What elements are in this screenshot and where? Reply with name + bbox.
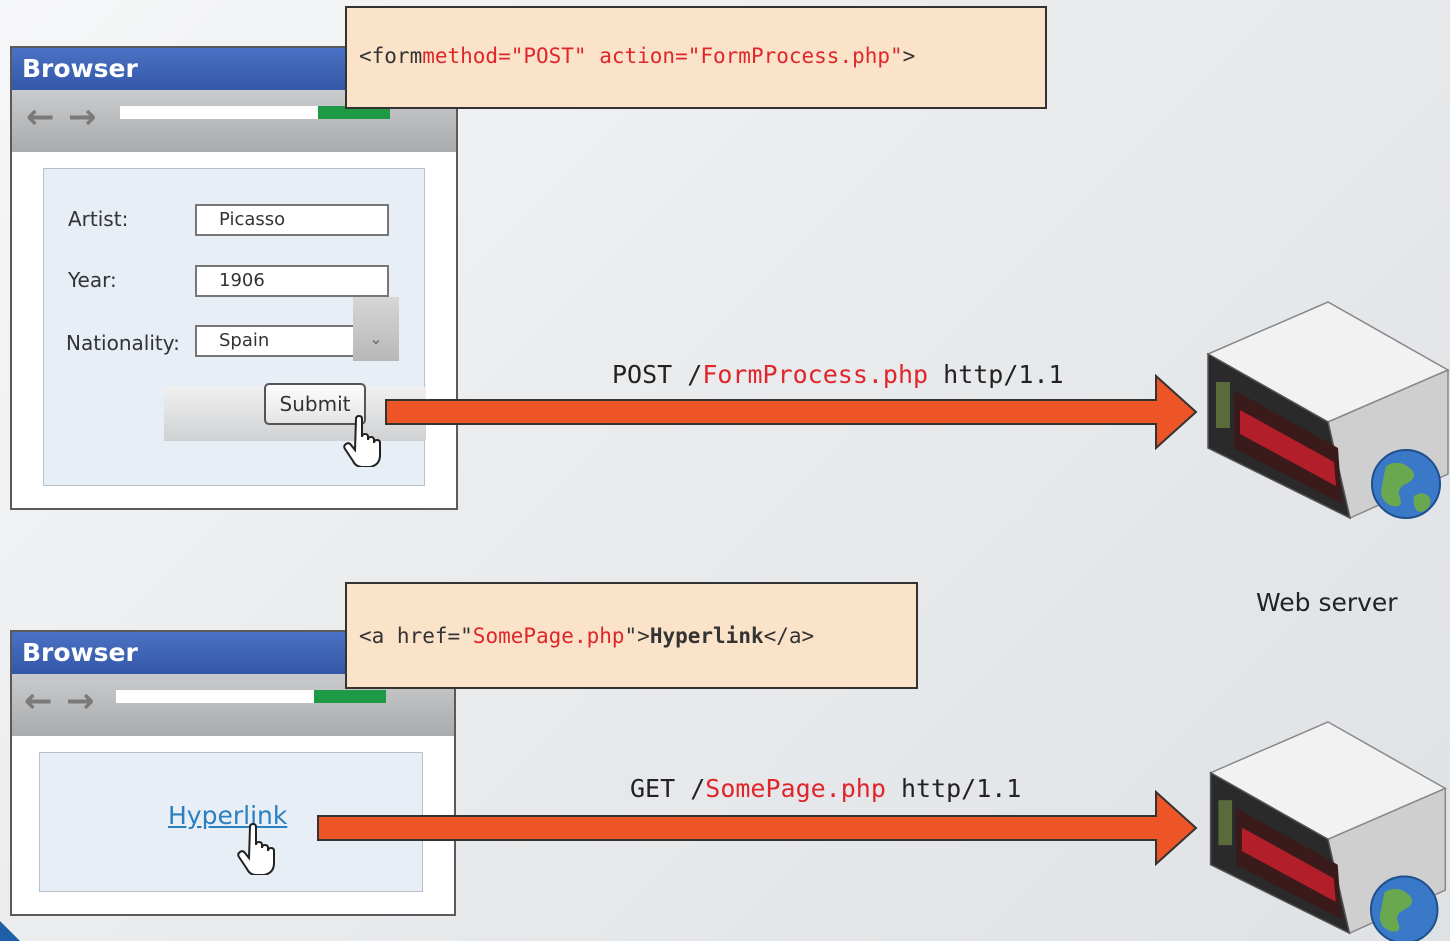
post-form-area: Artist: Picasso Year: 1906 Nationality: … [43, 168, 426, 486]
post-request-arrow [385, 374, 1198, 450]
artist-input[interactable]: Picasso [195, 204, 389, 236]
get-browser-toolbar: ← → [12, 674, 454, 736]
code-anchor-path: SomePage.php [472, 624, 625, 648]
corner-accent [0, 921, 20, 941]
post-request-protocol: http/1.1 [928, 360, 1064, 389]
get-request-path: SomePage.php [705, 774, 886, 803]
nationality-select[interactable]: Spain [195, 325, 355, 357]
get-request-method: GET / [630, 774, 706, 803]
code-form-attrs: method="POST" action="FormProcess.php" [422, 44, 903, 68]
get-request-line: GET /SomePage.php http/1.1 [630, 774, 1021, 803]
nationality-label: Nationality: [66, 331, 180, 355]
progress-bar [314, 690, 386, 703]
form-code-callout: <form method="POST" action="FormProcess.… [345, 6, 1047, 109]
address-bar[interactable] [120, 106, 320, 119]
year-label: Year: [68, 268, 117, 292]
year-input[interactable]: 1906 [195, 265, 389, 297]
anchor-code-callout: <a href="SomePage.php">Hyperlink</a> [345, 582, 918, 689]
hyperlink[interactable]: Hyperlink [168, 801, 288, 830]
web-server-icon [1208, 721, 1447, 941]
post-request-path: FormProcess.php [702, 360, 929, 389]
artist-label: Artist: [68, 207, 129, 231]
forward-arrow-icon[interactable]: → [68, 97, 97, 137]
submit-button[interactable]: Submit [264, 383, 366, 425]
hand-cursor-icon [237, 823, 275, 875]
code-anchor-mid: "> [624, 624, 650, 648]
web-server-icon [1206, 301, 1450, 520]
hand-cursor-icon [343, 415, 381, 467]
code-anchor-prefix: <a href=" [359, 624, 473, 648]
code-form-prefix: <form [359, 44, 423, 68]
code-anchor-suffix: </a> [763, 624, 815, 648]
web-server-label: Web server [1256, 588, 1398, 617]
get-request-arrow [317, 790, 1198, 866]
post-request-method: POST / [612, 360, 703, 389]
post-request-line: POST /FormProcess.php http/1.1 [612, 360, 1064, 389]
code-form-suffix: > [902, 44, 916, 68]
address-bar[interactable] [116, 690, 316, 703]
get-request-protocol: http/1.1 [885, 774, 1022, 803]
dropdown-chevron-icon[interactable]: ⌄ [353, 297, 399, 361]
progress-bar [318, 106, 390, 119]
back-arrow-icon[interactable]: ← [24, 681, 53, 721]
back-arrow-icon[interactable]: ← [26, 97, 55, 137]
code-anchor-link: Hyperlink [649, 624, 764, 648]
forward-arrow-icon[interactable]: → [66, 681, 95, 721]
